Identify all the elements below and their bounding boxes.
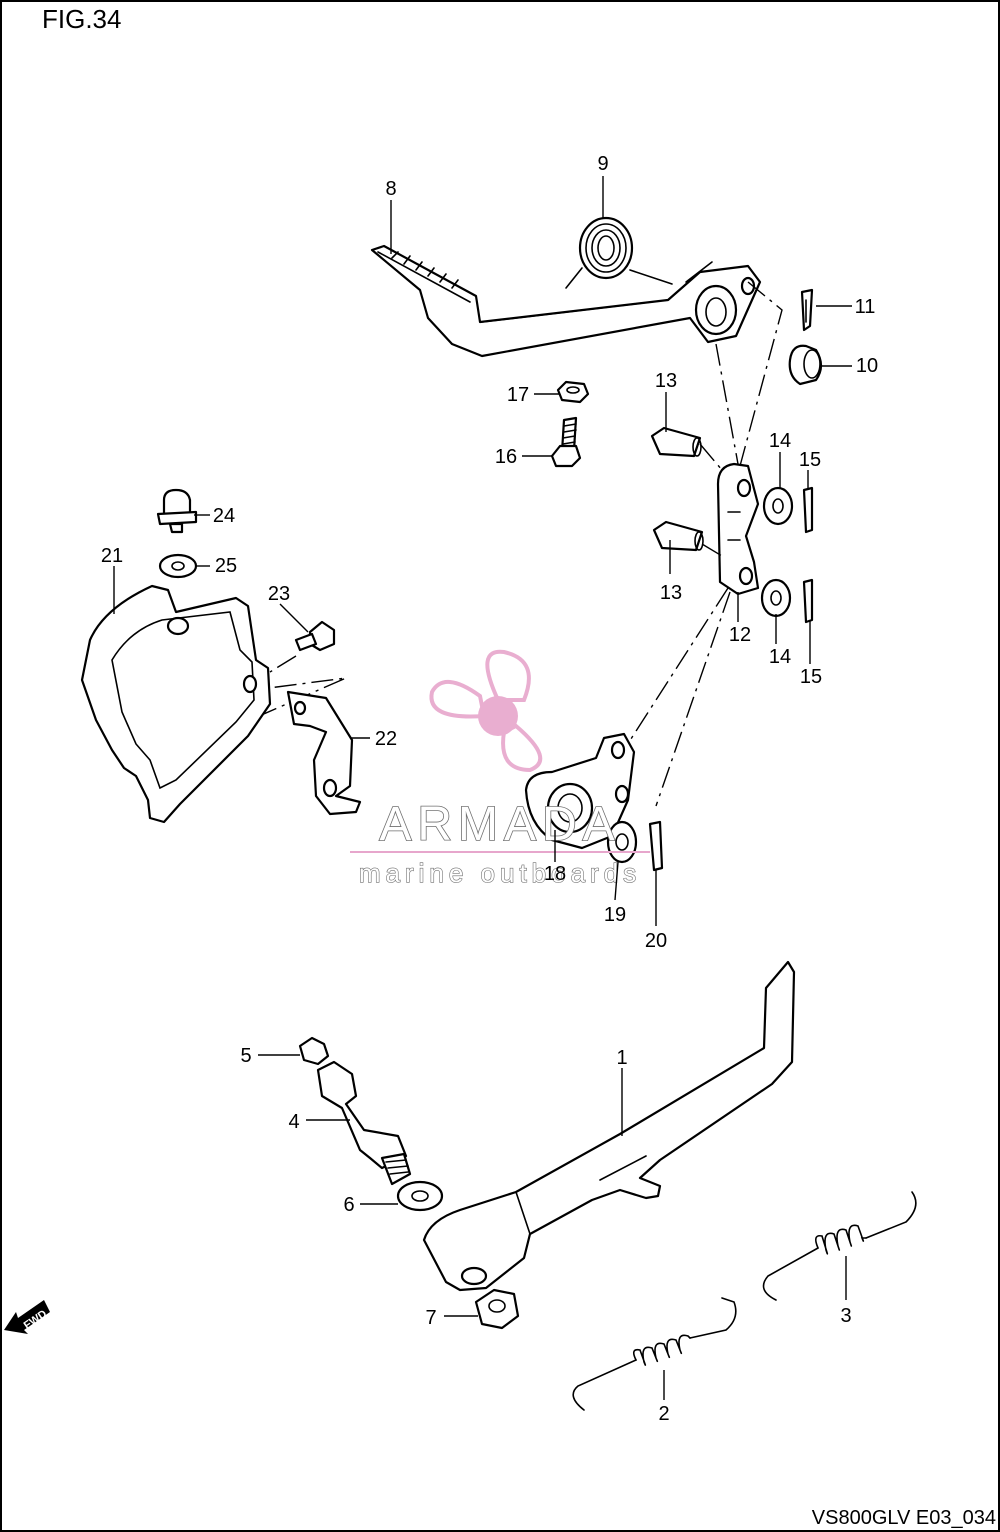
washer-part-6 — [396, 1180, 444, 1212]
cap-part-10 — [788, 344, 823, 386]
callout-22: 22 — [375, 728, 397, 750]
clevis-pin-part-13-lower — [652, 520, 704, 552]
callout-24: 24 — [213, 505, 235, 527]
callout-14-lower: 14 — [769, 646, 791, 668]
callout-labels: 8 9 11 10 17 16 13 13 14 14 15 15 12 24 … — [101, 153, 878, 1425]
callout-15-upper: 15 — [799, 449, 821, 471]
washer-part-14-upper — [762, 486, 794, 526]
washer-part-14-lower — [760, 578, 792, 618]
callout-13-upper: 13 — [655, 370, 677, 392]
figure-title: FIG.34 — [42, 4, 121, 34]
bolt-part-23 — [294, 620, 336, 652]
cotter-pin-part-20 — [648, 820, 664, 872]
watermark-brand: ARMADA — [379, 798, 620, 851]
callout-15-lower: 15 — [800, 666, 822, 688]
callout-17: 17 — [507, 384, 529, 406]
assembly-lines — [237, 281, 783, 807]
bolt-part-24 — [156, 488, 198, 534]
callout-4: 4 — [288, 1111, 299, 1133]
callout-8: 8 — [385, 178, 396, 200]
callout-5: 5 — [240, 1045, 251, 1067]
callout-19: 19 — [604, 904, 626, 926]
stand-spring-part-2 — [572, 1297, 737, 1411]
bolt-part-16 — [550, 416, 582, 468]
bracket-part-22 — [286, 690, 362, 816]
nut-part-17 — [556, 380, 590, 404]
side-stand-part-1 — [422, 960, 796, 1292]
callout-2: 2 — [658, 1403, 669, 1425]
cotter-pin-part-15-upper — [802, 486, 814, 534]
callout-1: 1 — [616, 1047, 627, 1069]
callout-7: 7 — [425, 1307, 436, 1329]
callout-12: 12 — [729, 624, 751, 646]
callout-10: 10 — [856, 355, 878, 377]
pedal-return-spring-part-9 — [565, 216, 673, 289]
callout-6: 6 — [343, 1194, 354, 1216]
brake-rod-part-12 — [716, 462, 760, 596]
callout-21: 21 — [101, 545, 123, 567]
pivot-bolt-part-4 — [316, 1060, 412, 1186]
callout-16: 16 — [495, 446, 517, 468]
cotter-pin-part-15-lower — [802, 578, 814, 624]
figure-code: VS800GLV E03_034 — [812, 1507, 996, 1529]
callout-13-lower: 13 — [660, 582, 682, 604]
callout-3: 3 — [840, 1305, 851, 1327]
callout-25: 25 — [215, 555, 237, 577]
watermark-tagline: marine outboards — [359, 858, 641, 888]
heel-guard-part-21 — [80, 584, 272, 824]
callout-11: 11 — [855, 296, 876, 318]
callout-18: 18 — [544, 863, 566, 885]
armada-watermark: ARMADA marine outboards — [350, 649, 650, 889]
brake-cam-lever-part-18 — [524, 732, 636, 850]
callout-23: 23 — [268, 583, 290, 605]
callout-9: 9 — [597, 153, 608, 175]
washer-part-25 — [158, 553, 198, 579]
leader-lines — [113, 176, 852, 1400]
nut-part-5 — [298, 1036, 330, 1066]
stand-spring-part-3 — [762, 1191, 917, 1301]
cotter-pin-part-11 — [800, 288, 814, 332]
clevis-pin-part-13-upper — [650, 426, 702, 458]
brake-pedal-part-8 — [370, 244, 762, 358]
callout-20: 20 — [645, 930, 667, 952]
nut-part-7 — [474, 1288, 520, 1330]
propeller-logo-icon — [429, 649, 543, 773]
fwd-arrow-icon: FWD — [4, 1300, 50, 1334]
callout-14-upper: 14 — [769, 430, 791, 452]
